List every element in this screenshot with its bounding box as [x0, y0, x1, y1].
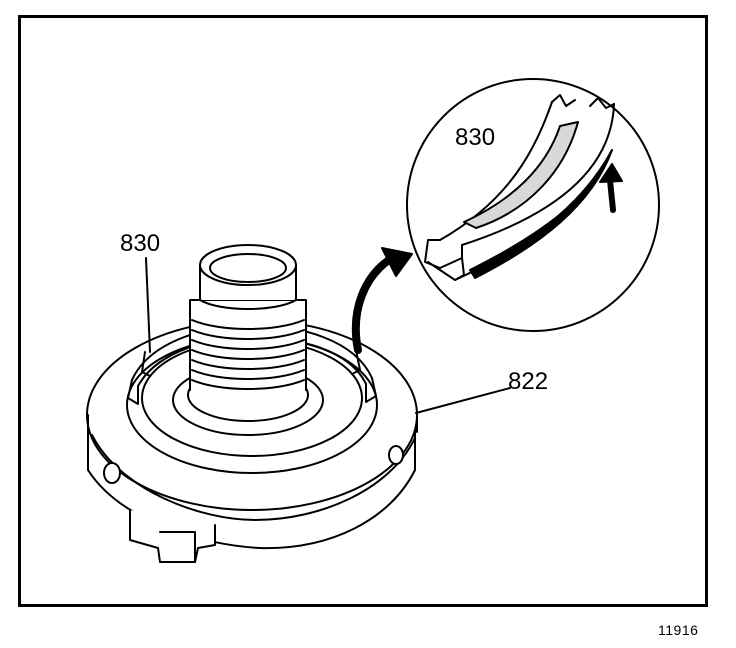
label-830-detail: 830: [455, 124, 496, 151]
threaded-hub: [172, 244, 324, 436]
leader-830-main: [145, 257, 151, 353]
up-arrow-icon: [599, 163, 623, 213]
figure-number: 11916: [658, 622, 699, 638]
detail-callout: [406, 78, 660, 332]
leader-822: [415, 387, 511, 414]
label-822: 822: [508, 368, 549, 395]
label-830-main: 830: [120, 230, 161, 257]
curved-arrow-icon: [351, 247, 413, 354]
